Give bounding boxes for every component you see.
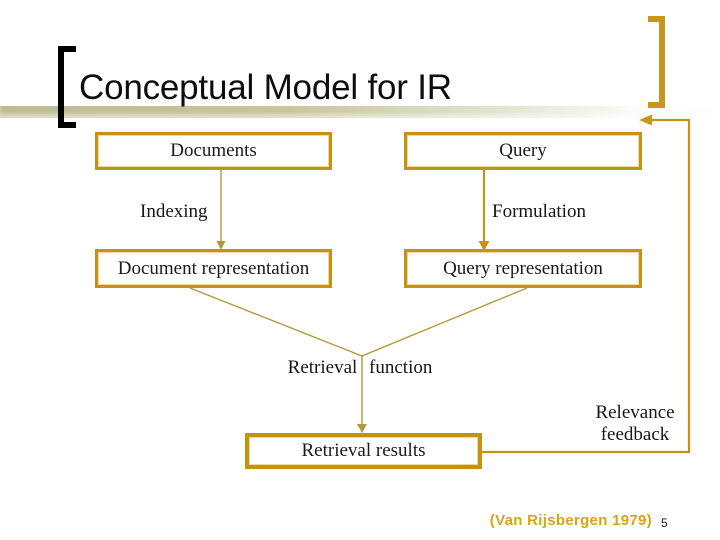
title-underline-bar (0, 106, 720, 118)
relevance-feedback-label: Relevance feedback (595, 402, 675, 445)
relevance-feedback-loop-line (481, 118, 691, 454)
retrieval-function-label: Retrieval function (287, 357, 433, 378)
query-box-label: Query (499, 140, 547, 161)
citation-text: (Van Rijsbergen 1979) (489, 512, 652, 529)
query-representation-box-label: Query representation (443, 257, 603, 279)
relevance-feedback-arrowhead-icon (639, 114, 652, 126)
indexing-arrowhead-icon (216, 241, 226, 250)
query-representation-box: Query representation (404, 249, 642, 288)
title-left-bracket-decoration (58, 46, 76, 128)
title-right-bracket-decoration (648, 16, 665, 108)
retrieval-results-box: Retrieval results (245, 433, 482, 469)
query-box: Query (404, 132, 642, 170)
slide-title: Conceptual Model for IR (79, 68, 452, 107)
documents-box: Documents (95, 132, 332, 170)
formulation-arrowhead-icon (478, 241, 490, 251)
retrieval-results-arrowhead-icon (357, 424, 367, 433)
document-representation-box-label: Document representation (117, 257, 310, 279)
indexing-label: Indexing (140, 201, 208, 222)
documents-box-label: Documents (170, 140, 257, 161)
document-representation-box: Document representation (95, 249, 332, 288)
docrep-to-retrieval-line (189, 287, 363, 357)
retrieval-results-box-label: Retrieval results (301, 440, 426, 461)
queryrep-to-retrieval-line (361, 287, 528, 357)
formulation-label: Formulation (492, 201, 586, 222)
page-number: 5 (661, 516, 668, 530)
